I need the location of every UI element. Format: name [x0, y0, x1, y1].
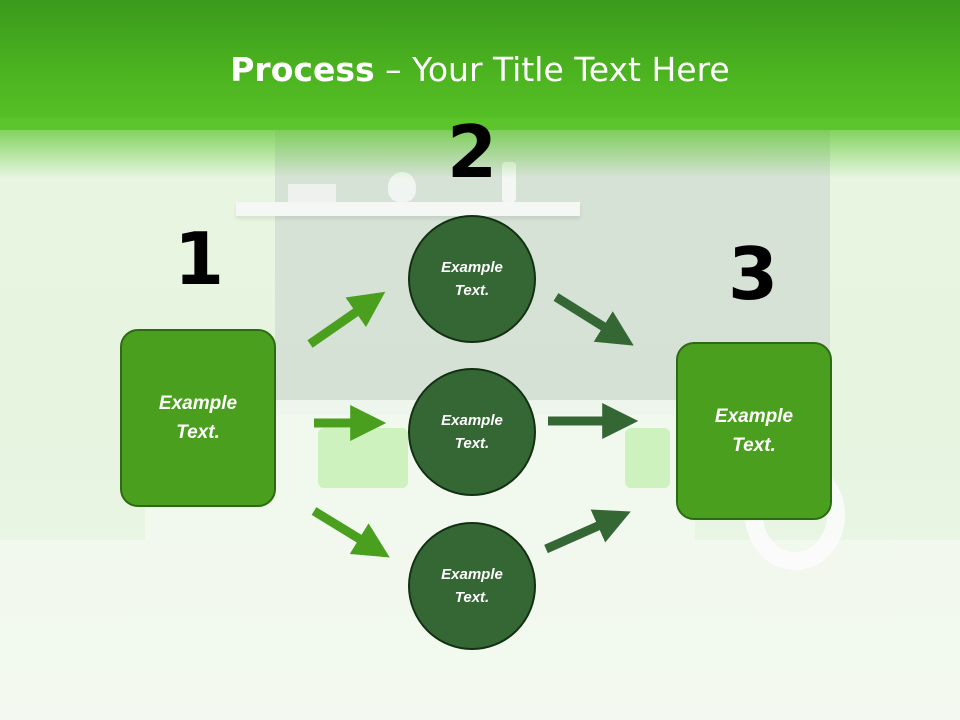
background-shelf — [236, 202, 580, 216]
step-3-box[interactable]: Example Text. — [676, 342, 832, 520]
step-number-1: 1 — [173, 217, 225, 301]
title-bar — [0, 0, 960, 130]
arrow-step1-to-bottom — [311, 507, 390, 558]
circle-middle[interactable]: Example Text. — [408, 368, 536, 496]
arrow-top-to-step3 — [553, 293, 634, 346]
title-bold: Process — [230, 50, 375, 89]
background-books — [288, 184, 336, 202]
step-number-2: 2 — [446, 110, 498, 194]
step-number-3: 3 — [727, 232, 779, 316]
slide-title[interactable]: Process – Your Title Text Here — [0, 50, 960, 89]
arrow-bottom-to-step3 — [544, 509, 631, 554]
step-1-box[interactable]: Example Text. — [120, 329, 276, 507]
circle-bottom[interactable]: Example Text. — [408, 522, 536, 650]
title-bar-fade — [0, 118, 960, 178]
arrow-step1-to-top — [307, 291, 386, 348]
circle-top[interactable]: Example Text. — [408, 215, 536, 343]
title-rest: – Your Title Text Here — [374, 50, 730, 89]
